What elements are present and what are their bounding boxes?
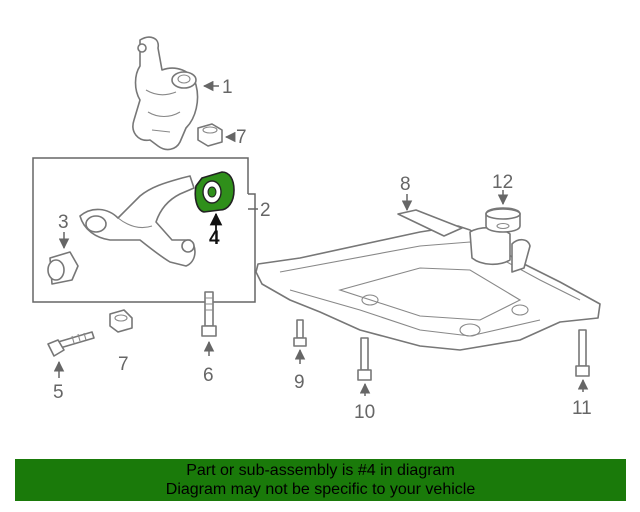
cradle-bolt-6 <box>201 291 217 337</box>
control-arm-bolt <box>47 331 95 357</box>
callout-7-bottom: 7 <box>118 354 129 375</box>
control-arm-group-box <box>32 157 258 303</box>
rear-bushing-highlighted <box>194 171 235 213</box>
lower-control-arm <box>79 175 196 267</box>
front-bushing <box>47 251 79 285</box>
engine-cradle <box>255 209 601 351</box>
cradle-mount-insulator <box>485 207 521 233</box>
steering-knuckle <box>132 36 199 151</box>
cradle-bolt-9 <box>293 319 307 347</box>
callout-10: 10 <box>354 402 375 423</box>
flange-nut-top <box>197 123 223 147</box>
callout-1: 1 <box>222 77 233 98</box>
callout-2: 2 <box>260 200 271 221</box>
callout-6: 6 <box>203 365 214 386</box>
callout-9: 9 <box>294 372 305 393</box>
info-banner: Part or sub-assembly is #4 in diagram Di… <box>15 459 626 501</box>
callout-5: 5 <box>53 382 64 403</box>
parts-diagram: 1 7 2 3 4 <box>32 36 601 423</box>
banner-line-1: Part or sub-assembly is #4 in diagram <box>186 462 455 479</box>
callout-12: 12 <box>492 172 513 193</box>
banner-line-2: Diagram may not be specific to your vehi… <box>165 481 476 498</box>
callout-7-top: 7 <box>236 127 247 148</box>
flange-nut-bottom <box>109 309 133 333</box>
cradle-bolt-10 <box>357 337 372 381</box>
cradle-bolt-11 <box>575 329 590 377</box>
callout-3: 3 <box>58 212 69 233</box>
callout-8: 8 <box>400 174 411 195</box>
callout-4: 4 <box>209 228 220 249</box>
callout-11: 11 <box>572 398 592 419</box>
